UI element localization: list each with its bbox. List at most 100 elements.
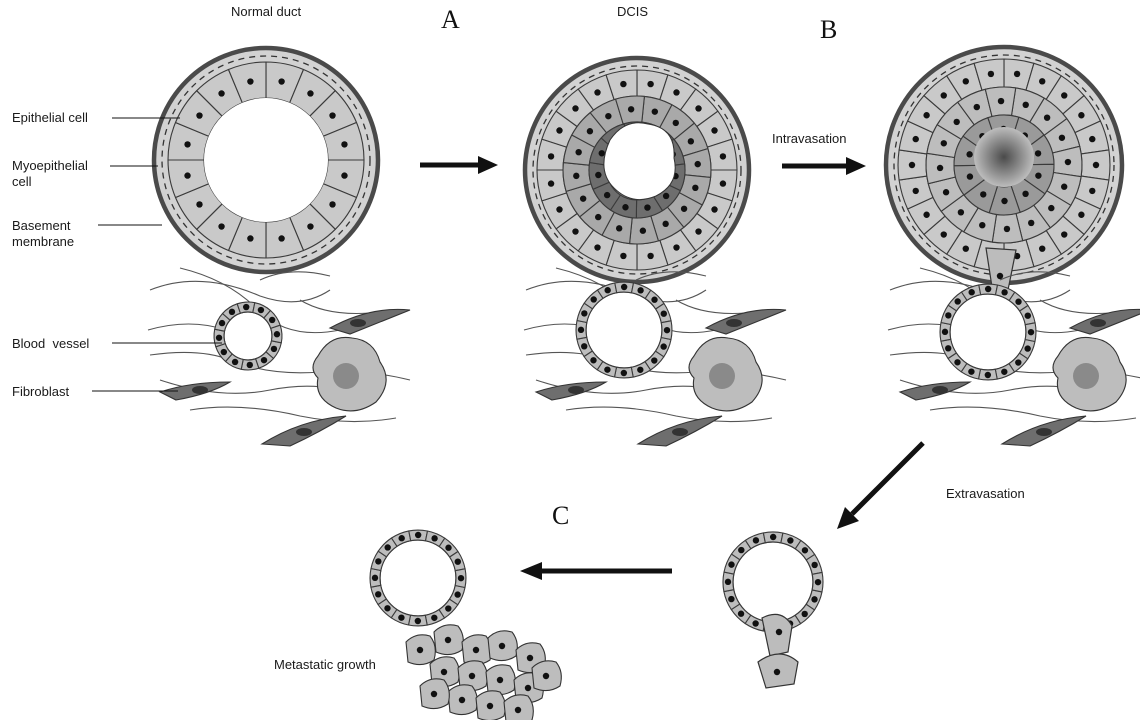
nucleus — [955, 298, 961, 304]
nucleus — [375, 591, 381, 597]
nucleus — [913, 188, 919, 194]
nucleus — [620, 253, 626, 259]
nucleus — [499, 643, 505, 649]
nucleus — [985, 372, 991, 378]
nucleus — [192, 386, 208, 394]
nucleus — [943, 189, 949, 195]
nucleus — [1073, 363, 1099, 389]
label-metastatic-growth: Metastatic growth — [274, 657, 376, 672]
nucleus — [942, 329, 948, 335]
nucleus — [664, 327, 670, 333]
nucleus — [184, 172, 190, 178]
dcis-duct — [525, 58, 749, 282]
nucleus — [811, 596, 817, 602]
stromal-fiber — [190, 407, 396, 421]
nucleus — [967, 173, 973, 179]
nucleus — [415, 532, 421, 538]
arrow-metastasis — [520, 562, 672, 580]
nucleus — [398, 535, 404, 541]
nucleus — [1001, 369, 1007, 375]
nucleus — [695, 161, 701, 167]
nucleus — [647, 81, 653, 87]
nucleus — [274, 331, 280, 337]
tumor-core — [974, 127, 1034, 187]
nucleus — [787, 537, 793, 543]
label-basement-line2: membrane — [12, 234, 74, 249]
nucleus — [372, 575, 378, 581]
nucleus — [1048, 205, 1054, 211]
nucleus — [802, 547, 808, 553]
nucleus — [695, 105, 701, 111]
nucleus — [1061, 231, 1067, 237]
nucleus — [954, 359, 960, 365]
nucleus — [568, 386, 584, 394]
nucleus — [909, 162, 915, 168]
nucleus — [738, 611, 744, 617]
nucleus — [1039, 78, 1045, 84]
label-fibroblast: Fibroblast — [12, 384, 69, 399]
nucleus — [595, 172, 601, 178]
duct-lumen — [604, 123, 675, 200]
nucleus — [431, 691, 437, 697]
nucleus — [219, 320, 225, 326]
nucleus — [595, 214, 601, 220]
panel-label-a: A — [441, 5, 460, 34]
nucleus — [725, 579, 731, 585]
nucleus — [1078, 112, 1084, 118]
panel-label-c: C — [552, 501, 569, 530]
nucleus — [1044, 114, 1050, 120]
nucleus — [445, 637, 451, 643]
nucleus — [720, 180, 726, 186]
nucleus — [695, 228, 701, 234]
nucleus — [572, 228, 578, 234]
nucleus — [651, 357, 657, 363]
nucleus — [441, 669, 447, 675]
label-normal-duct: Normal duct — [231, 4, 301, 19]
nucleus — [258, 307, 264, 313]
nucleus — [398, 614, 404, 620]
nucleus — [431, 535, 437, 541]
nucleus — [1090, 319, 1106, 327]
stromal-fiber — [300, 300, 380, 314]
normal-duct — [154, 48, 378, 272]
nucleus — [604, 192, 610, 198]
nucleus — [218, 223, 224, 229]
stromal-fiber — [566, 407, 772, 421]
nucleus — [548, 180, 554, 186]
nucleus — [1004, 226, 1010, 232]
nucleus — [1023, 102, 1029, 108]
label-intravasation: Intravasation — [772, 131, 846, 146]
nucleus — [997, 273, 1003, 279]
nucleus — [692, 185, 698, 191]
nucleus — [966, 151, 972, 157]
arrow-normal-to-dcis — [420, 156, 498, 174]
nucleus — [221, 349, 227, 355]
nucleus — [673, 244, 679, 250]
nucleus — [527, 655, 533, 661]
nucleus — [738, 547, 744, 553]
nucleus — [1035, 172, 1041, 178]
nucleus — [384, 605, 390, 611]
nucleus — [974, 104, 980, 110]
nucleus — [590, 357, 596, 363]
nucleus — [556, 206, 562, 212]
stromal-fiber — [150, 281, 330, 301]
nucleus — [1065, 159, 1071, 165]
label-myoepithelial-line2: cell — [12, 174, 32, 189]
nucleus — [375, 558, 381, 564]
nucleus — [815, 579, 821, 585]
nucleus — [350, 319, 366, 327]
nucleus — [651, 297, 657, 303]
arrow-intravasation — [782, 157, 866, 175]
nucleus — [1028, 329, 1034, 335]
stromal-fiber — [930, 407, 1136, 421]
nucleus — [616, 225, 622, 231]
nucleus — [932, 386, 948, 394]
nucleus — [988, 71, 994, 77]
nucleus — [1089, 136, 1095, 142]
nucleus — [232, 359, 238, 365]
blood-vessel — [576, 282, 672, 378]
nucleus — [720, 153, 726, 159]
metastatic-cluster — [406, 625, 561, 720]
nucleus — [752, 620, 758, 626]
